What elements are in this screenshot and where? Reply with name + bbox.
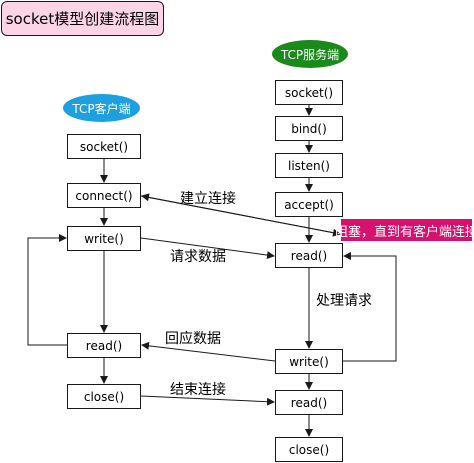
label-close-connection: 结束连接 <box>170 382 226 398</box>
client-step-close: close() <box>67 384 141 409</box>
arrow-response <box>141 341 276 362</box>
server-step-listen: listen() <box>275 153 343 178</box>
arrow-server-loop <box>343 252 397 362</box>
arrow-accept-to-connect <box>141 193 341 235</box>
server-step-socket: socket() <box>275 80 343 105</box>
label-blocked: 阻塞，直到有客户端连接 <box>335 219 474 241</box>
server-step-close: close() <box>275 437 343 462</box>
arrow-close-connection <box>140 395 275 406</box>
server-step-read-close: read() <box>275 390 343 415</box>
client-step-socket: socket() <box>67 134 141 159</box>
arrow-write-request <box>140 237 275 260</box>
server-step-bind: bind() <box>275 116 343 141</box>
client-header: TCP客户端 <box>63 94 140 122</box>
server-step-read-request: read() <box>275 243 343 268</box>
label-request-data: 请求数据 <box>170 249 226 265</box>
label-establish: 建立连接 <box>180 191 236 207</box>
client-step-read: read() <box>67 333 141 358</box>
label-response-data: 回应数据 <box>165 331 221 347</box>
diagram-title: socket模型创建流程图 <box>1 1 164 36</box>
client-step-write: write() <box>67 226 141 251</box>
arrow-client-loop <box>27 234 67 346</box>
label-process-request: 处理请求 <box>316 293 372 309</box>
server-header: TCP服务端 <box>272 40 348 68</box>
server-step-write: write() <box>275 349 343 374</box>
client-step-connect: connect() <box>67 183 141 208</box>
server-step-accept: accept() <box>275 192 343 217</box>
